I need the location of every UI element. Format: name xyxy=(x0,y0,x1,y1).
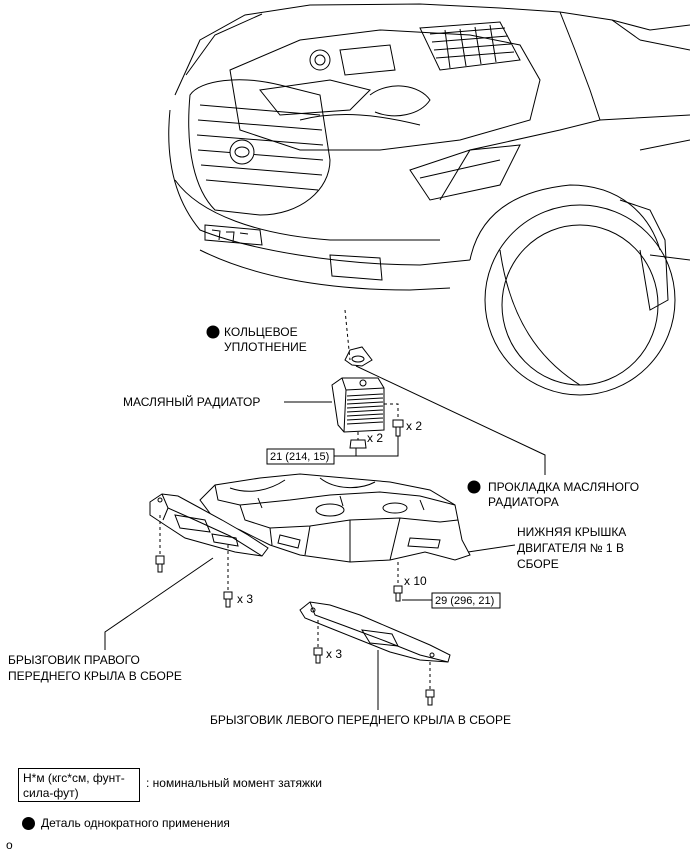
qty-label: x 2 xyxy=(406,419,422,433)
rh-shield-label: БРЫЗГОВИК ПРАВОГО xyxy=(8,653,140,667)
non-reusable-legend-text: Деталь однократного применения xyxy=(41,816,230,830)
bolt-icon xyxy=(155,555,165,573)
oil-cooler-label: МАСЛЯНЫЙ РАДИАТОР xyxy=(123,394,260,409)
oil-cooler-part xyxy=(331,377,385,433)
torque-spec: 21 (214, 15) xyxy=(270,451,329,463)
bolt-dash xyxy=(384,403,399,418)
bolt-icon xyxy=(223,591,233,608)
under-cover-label: ДВИГАТЕЛЯ № 1 В xyxy=(517,541,624,555)
non-reusable-legend: Деталь однократного применения xyxy=(22,816,230,830)
torque-spec-box xyxy=(266,448,335,465)
gasket-label: ПРОКЛАДКА МАСЛЯНОГО xyxy=(488,480,639,494)
o-ring-dash-line xyxy=(344,309,351,361)
gasket-label: РАДИАТОРА xyxy=(488,495,559,509)
lh-shield-label: БРЫЗГОВИК ЛЕВОГО ПЕРЕДНЕГО КРЫЛА В СБОРЕ xyxy=(210,713,511,727)
bolt-icon xyxy=(393,585,403,602)
torque-unit-legend-box: Н*м (кгс*см, фунт- сила-фут) xyxy=(18,768,140,802)
o-ring-part xyxy=(344,346,373,367)
torque-spec: 29 (296, 21) xyxy=(435,595,494,607)
vehicle-front-illustration xyxy=(168,3,690,396)
non-reusable-dot xyxy=(467,480,481,494)
bolt-icon xyxy=(313,647,323,664)
torque-spec-box xyxy=(431,592,501,609)
under-cover-label: СБОРЕ xyxy=(517,557,559,571)
rh-fender-shield-part xyxy=(149,493,269,557)
footer-mark: o xyxy=(6,838,13,852)
bolt-icon xyxy=(425,689,435,706)
torque-unit-line: Н*м (кгс*см, фунт- xyxy=(23,771,125,785)
qty-label: x 10 xyxy=(404,574,427,588)
torque-unit-line: сила-фут) xyxy=(23,786,79,800)
under-cover-label: НИЖНЯЯ КРЫШКА xyxy=(517,525,626,539)
bolt-icon xyxy=(392,419,404,437)
non-reusable-dot xyxy=(206,325,220,339)
nut-icon xyxy=(349,439,367,449)
o-ring-label: УПЛОТНЕНИЕ xyxy=(224,340,307,354)
qty-label: x 3 xyxy=(237,592,253,606)
non-reusable-dot-icon xyxy=(22,816,35,830)
o-ring-label: КОЛЬЦЕВОЕ xyxy=(224,325,298,339)
engine-under-cover-part xyxy=(199,473,471,563)
rh-shield-label: ПЕРЕДНЕГО КРЫЛА В СБОРЕ xyxy=(8,669,182,683)
lh-fender-shield-part xyxy=(299,601,451,663)
qty-label: x 3 xyxy=(326,647,342,661)
qty-label: x 2 xyxy=(367,431,383,445)
torque-legend-description: : номинальный момент затяжки xyxy=(146,776,322,790)
